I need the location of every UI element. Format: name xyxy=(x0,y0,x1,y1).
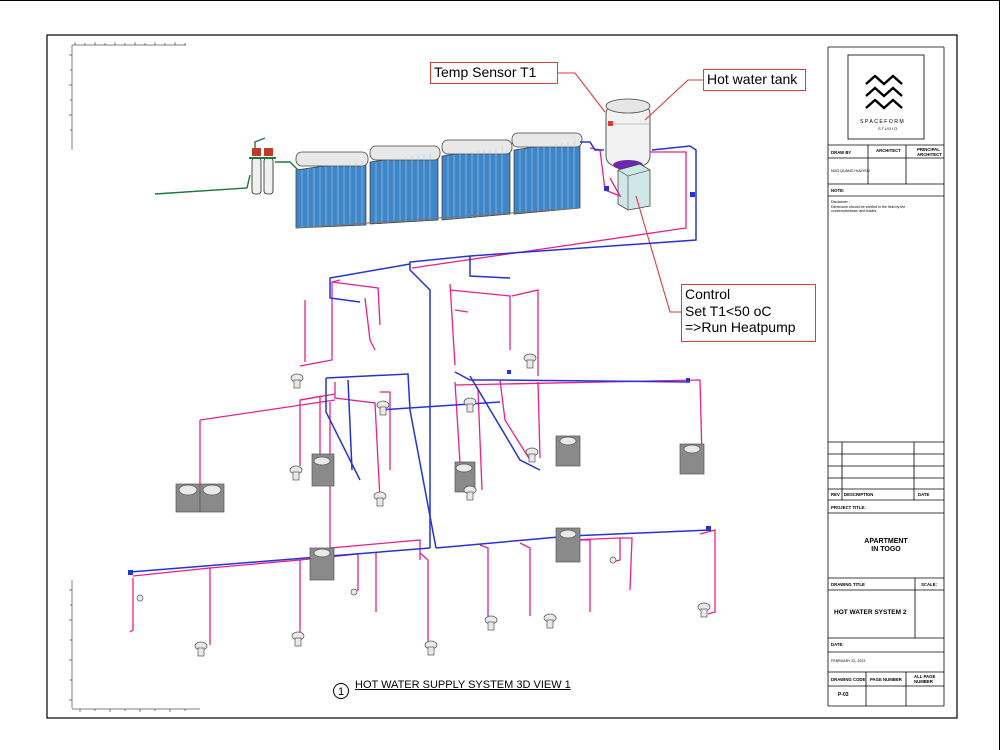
date-value: FEBRUARY 22, 2023 xyxy=(831,659,866,663)
control-callout: Control Set T1<50 oC =>Run Heatpump xyxy=(681,284,816,342)
temp-sensor-callout: Temp Sensor T1 xyxy=(430,62,558,84)
studio-logo-icon xyxy=(865,74,903,110)
ruler-top xyxy=(72,42,186,46)
view-number-badge: 1 xyxy=(333,683,349,699)
date-header: DATE xyxy=(918,492,930,497)
solar-collector-array xyxy=(295,132,583,229)
water-filter-units xyxy=(249,148,276,195)
plumbing-fixtures xyxy=(136,353,711,657)
cold-water-feed-line xyxy=(154,137,299,195)
studio-sub: STUDIO xyxy=(878,126,898,131)
hot-water-piping xyxy=(129,147,716,646)
all-page-label-2: NUMBER xyxy=(914,679,933,684)
drawing-title: HOT WATER SYSTEM 2 xyxy=(834,609,907,616)
callout-leaders xyxy=(558,72,703,313)
page-number-label: PAGE NUMBER xyxy=(870,677,902,682)
principal-architect-label-1: PRINCIPAL xyxy=(917,147,940,152)
studio-logo-box xyxy=(847,54,925,140)
view-title: HOT WATER SUPPLY SYSTEM 3D VIEW 1 xyxy=(355,679,571,691)
disclaimer-text-2: constructionteam and trades xyxy=(831,209,877,213)
date-label: DATE: xyxy=(831,642,844,647)
studio-name: SPACEFORM xyxy=(860,119,906,125)
hot-water-tank-callout: Hot water tank xyxy=(703,69,806,91)
disclaimer-text-1: Dimension should be verified in the fiel… xyxy=(831,205,906,209)
heat-pump-unit xyxy=(617,163,651,211)
ruler-bottom xyxy=(72,708,200,712)
control-label-line1: Control xyxy=(685,286,731,302)
control-label-line3: =>Run Heatpump xyxy=(685,319,796,335)
principal-architect-label-2: ARCHITECT xyxy=(917,152,942,157)
project-title-label: PROJECT TITLE: xyxy=(831,505,866,510)
drawing-code-value: P-03 xyxy=(838,692,849,698)
hot-water-tank xyxy=(605,98,651,170)
scale-label: SCALE: xyxy=(921,582,937,587)
drawing-border xyxy=(46,34,958,719)
temp-sensor-label: Temp Sensor T1 xyxy=(434,64,537,80)
control-label-line2: Set T1<50 oC xyxy=(685,302,772,319)
project-title-line2: IN TOGO xyxy=(871,546,901,553)
project-title-line1: APARTMENT xyxy=(864,538,908,545)
valve-markers xyxy=(128,121,711,575)
drawing-title-label: DRAWING TITLE xyxy=(831,582,865,587)
hot-water-tank-label: Hot water tank xyxy=(707,71,798,87)
drawing-code-label: DRAWING CODE xyxy=(831,677,866,682)
drawn-by-label: DRAW BY xyxy=(831,150,852,155)
title-block-frame xyxy=(827,46,945,707)
description-header: DESCRIPTION xyxy=(844,492,874,497)
ruler-left xyxy=(69,45,73,708)
disclaimer-label: Disclaimer : xyxy=(831,200,850,204)
architect-label: ARCHITECT xyxy=(876,148,901,153)
all-page-label-1: ALL PAGE xyxy=(914,674,936,679)
drawn-by-value: NGO QUANG HUUYEN xyxy=(831,169,870,173)
rev-header: REV xyxy=(831,492,840,497)
note-label: NOTE: xyxy=(831,188,845,193)
